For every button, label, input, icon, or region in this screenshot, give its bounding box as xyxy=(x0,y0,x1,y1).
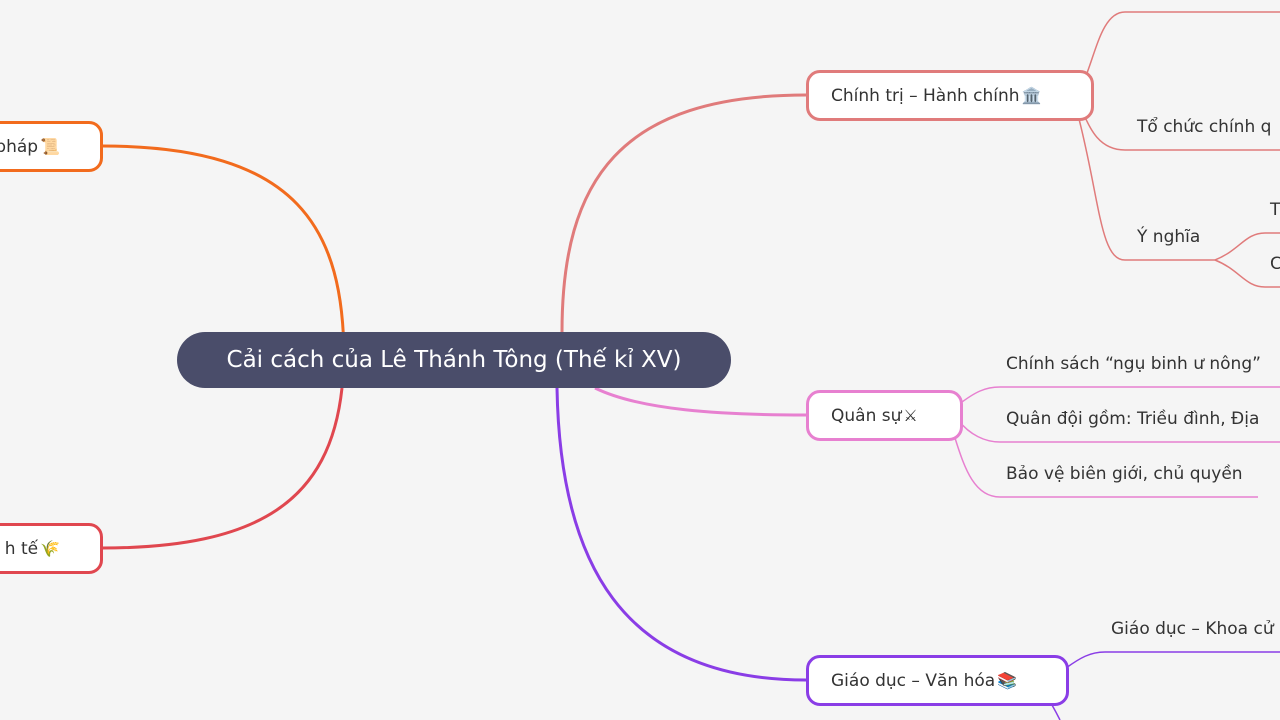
subtopic-meaning-c[interactable]: C xyxy=(1270,254,1280,274)
link-meaning-t xyxy=(1214,232,1280,261)
subtopic-military-3[interactable]: Bảo vệ biên giới, chủ quyền xyxy=(1006,464,1243,484)
topic-military[interactable]: Quân sự⚔ xyxy=(806,390,963,441)
link-law xyxy=(101,144,346,361)
subtopic-military-1[interactable]: Chính sách “ngụ binh ư nông” xyxy=(1006,354,1261,374)
link-education xyxy=(555,387,807,682)
topic-economy[interactable]: h tế🌾 xyxy=(0,523,103,574)
subtopic-military-2-label: Quân đội gồm: Triều đình, Địa xyxy=(1006,409,1260,429)
link-military-3 xyxy=(954,437,1258,498)
topic-education[interactable]: Giáo dục – Văn hóa📚 xyxy=(806,655,1069,706)
link-education-1 xyxy=(1065,651,1280,669)
topic-education-label: Giáo dục – Văn hóa xyxy=(831,670,996,691)
link-military-1 xyxy=(957,386,1280,406)
subtopic-meaning-c-label: C xyxy=(1270,254,1280,274)
subtopic-meaning-t-label: T xyxy=(1270,200,1280,220)
link-economy xyxy=(101,387,344,550)
topic-economy-label: h tế xyxy=(4,538,39,559)
subtopic-education-1-label: Giáo dục – Khoa cử xyxy=(1111,619,1274,639)
subtopic-military-2[interactable]: Quân đội gồm: Triều đình, Địa xyxy=(1006,409,1259,429)
link-education-2 xyxy=(1051,704,1061,720)
rice-icon: 🌾 xyxy=(40,539,60,558)
topic-military-label: Quân sự xyxy=(831,405,902,426)
subtopic-meaning-label: Ý nghĩa xyxy=(1137,227,1201,247)
subtopic-organization-label: Tổ chức chính q xyxy=(1137,117,1272,137)
subtopic-meaning[interactable]: Ý nghĩa xyxy=(1137,227,1200,247)
link-politics xyxy=(560,93,807,333)
classical-building-icon: 🏛️ xyxy=(1021,86,1042,105)
subtopic-education-1[interactable]: Giáo dục – Khoa cử xyxy=(1111,619,1274,639)
subtopic-meaning-t[interactable]: T xyxy=(1270,200,1280,220)
topic-law-label: pháp xyxy=(0,136,39,157)
subtopic-organization[interactable]: Tổ chức chính q xyxy=(1137,117,1271,137)
topic-politics[interactable]: Chính trị – Hành chính🏛️ xyxy=(806,70,1094,121)
subtopic-military-3-label: Bảo vệ biên giới, chủ quyền xyxy=(1006,464,1243,484)
topic-law[interactable]: pháp📜 xyxy=(0,121,103,172)
books-icon: 📚 xyxy=(997,671,1018,690)
scroll-icon: 📜 xyxy=(40,137,60,156)
central-topic[interactable]: Cải cách của Lê Thánh Tông (Thế kỉ XV) xyxy=(177,332,731,388)
central-topic-title: Cải cách của Lê Thánh Tông (Thế kỉ XV) xyxy=(226,347,682,373)
subtopic-military-1-label: Chính sách “ngụ binh ư nông” xyxy=(1006,354,1261,374)
link-military xyxy=(594,386,807,417)
link-politics-meaning xyxy=(1077,114,1215,261)
topic-politics-label: Chính trị – Hành chính xyxy=(831,85,1020,106)
crossed-swords-icon: ⚔ xyxy=(903,406,918,425)
link-meaning-c xyxy=(1214,259,1280,288)
link-politics-top xyxy=(1079,11,1280,91)
